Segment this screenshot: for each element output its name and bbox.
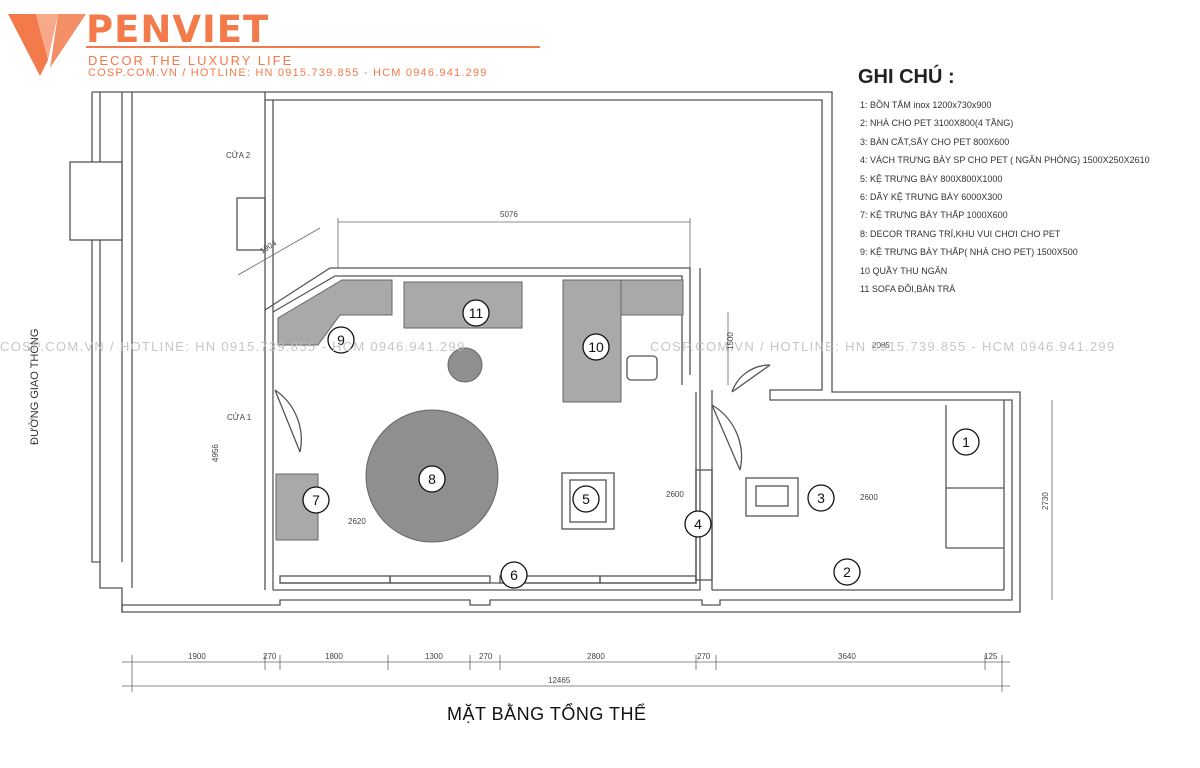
legend-item: 8: DECOR TRANG TRÍ,KHU VUI CHƠI CHO PET	[860, 228, 1061, 239]
item-markers	[302, 299, 980, 589]
walls	[69, 91, 1021, 613]
legend-item: 10 QUẦY THU NGÂN	[860, 265, 948, 276]
bottom-dimension: 270	[263, 652, 277, 661]
height-label: 2620	[348, 517, 366, 526]
bottom-dimension: 1900	[188, 652, 206, 661]
marker-2: 2	[843, 564, 851, 580]
legend-item: 1: BỒN TẮM inox 1200x730x900	[860, 100, 992, 110]
legend-item: 2: NHÀ CHO PET 3100X800(4 TẦNG)	[860, 118, 1014, 129]
marker-5: 5	[582, 491, 590, 507]
header-rule	[86, 46, 540, 48]
legend-item: 5: KỆ TRƯNG BÀY 800X800X1000	[860, 173, 1003, 184]
dimension-right: 2730	[1041, 492, 1050, 510]
marker-3: 3	[817, 490, 825, 506]
plan-title: MẶT BẰNG TỔNG THỂ	[447, 704, 647, 724]
bottom-dimension: 3640	[838, 652, 856, 661]
bottom-dimension: 270	[697, 652, 711, 661]
item-marker-labels: 1 2 3 4 5 6 7 8 9 10 11	[312, 305, 970, 583]
marker-10: 10	[588, 339, 604, 355]
dimension-lines	[122, 218, 1053, 692]
total-dimension: 12465	[548, 676, 571, 685]
legend-list: 1: BỒN TẮM inox 1200x730x900 2: NHÀ CHO …	[860, 100, 1150, 302]
door-label: CỬA 1	[227, 413, 252, 422]
bottom-dimension: 1800	[325, 652, 343, 661]
brand-contact: COSP.COM.VN / HOTLINE: HN 0915.739.855 -…	[88, 67, 488, 79]
marker-9: 9	[337, 332, 345, 348]
dimension-small-right: 2085	[872, 341, 890, 350]
penviet-logo	[8, 14, 86, 76]
legend-item: 3: BÀN CẮT,SẤY CHO PET 800X600	[860, 136, 1010, 147]
bottom-dimension: 2800	[587, 652, 605, 661]
street-label: ĐƯỜNG GIAO THÔNG	[28, 329, 41, 445]
marker-1: 1	[962, 434, 970, 450]
bottom-dimension: 270	[479, 652, 493, 661]
legend-item: 9: KỆ TRƯNG BÀY THẤP( NHÀ CHO PET) 1500X…	[860, 247, 1078, 258]
marker-4: 4	[694, 516, 702, 532]
legend-item: 11 SOFA ĐÔI,BÀN TRÀ	[860, 283, 956, 294]
bottom-dimension: 1300	[425, 652, 443, 661]
legend-item: 7: KỆ TRƯNG BÀY THẤP 1000X600	[860, 210, 1008, 221]
brand-tagline: DECOR THE LUXURY LIFE	[88, 53, 294, 68]
legend-item: 4: VÁCH TRƯNG BÀY SP CHO PET ( NGĂN PHÒN…	[860, 155, 1150, 166]
brand-name: PENVIET	[86, 8, 270, 51]
height-label: 2600	[666, 490, 684, 499]
marker-11: 11	[469, 305, 484, 321]
dimension-top: 5076	[500, 210, 518, 219]
bottom-dimension: 125	[984, 652, 998, 661]
legend-item: 6: DÃY KỆ TRƯNG BÀY 6000X300	[860, 191, 1003, 202]
marker-7: 7	[312, 492, 320, 508]
watermark: COSP.COM.VN / HOTLINE: HN 0915.739.855 -…	[650, 339, 1116, 354]
marker-8: 8	[428, 471, 436, 487]
dimension-left: 4956	[211, 444, 220, 462]
legend-title: GHI CHÚ :	[858, 66, 955, 88]
dimension-labels: 5076 1904 4956 2730 2085 1500 2620 2600 …	[188, 151, 1050, 685]
height-label: 2600	[860, 493, 878, 502]
marker-6: 6	[510, 567, 518, 583]
watermark: COSP.COM.VN / HOTLINE: HN 0915.739.855 -…	[0, 339, 466, 354]
door-label: CỬA 2	[226, 151, 251, 160]
dimension-door: 1500	[726, 332, 735, 350]
